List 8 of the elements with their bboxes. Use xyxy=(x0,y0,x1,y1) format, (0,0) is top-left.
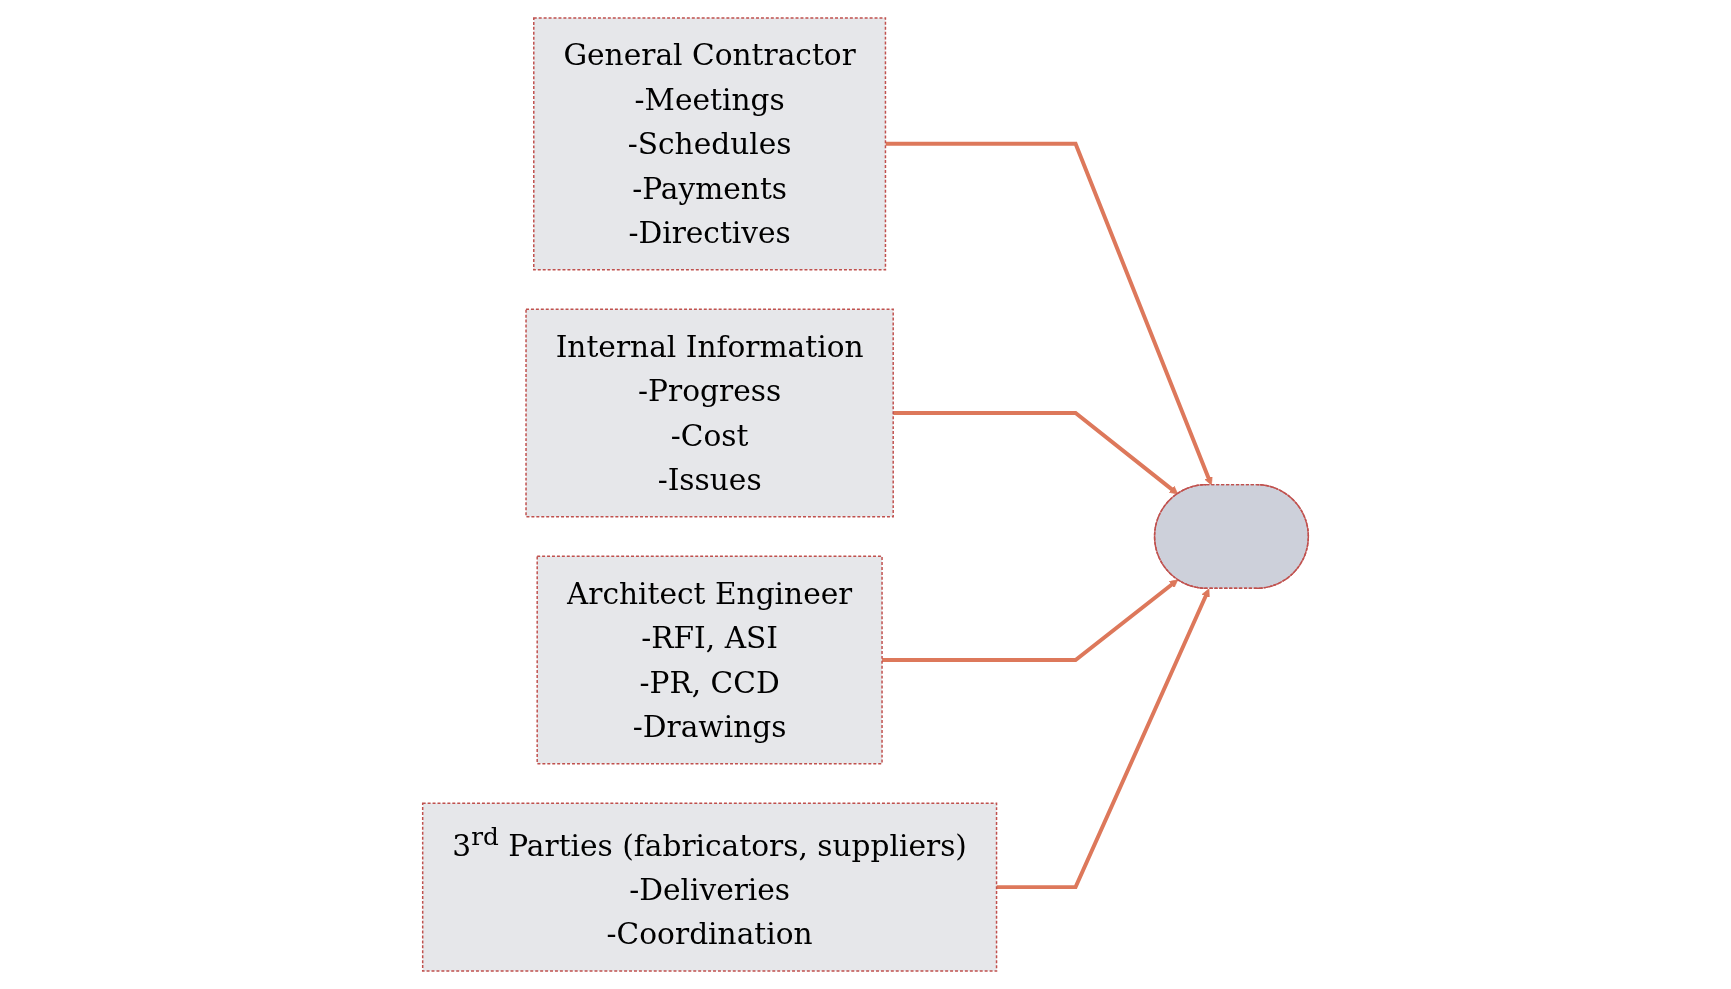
arrow xyxy=(885,141,1213,486)
node-box: Architect Engineer -RFI, ASI -PR, CCD -Drawings xyxy=(536,555,883,765)
arrow xyxy=(996,588,1210,890)
node-box: 3$^{rd}$ Parties (fabricators, suppliers) -Deliveries -Coordination xyxy=(421,802,998,972)
arrow xyxy=(882,579,1179,662)
node-box: General Contractor -Meetings -Schedules -Payments -Directives xyxy=(533,17,887,271)
node-box: Internal Information -Progress -Cost -Issues xyxy=(525,308,894,518)
arrow xyxy=(893,411,1179,495)
